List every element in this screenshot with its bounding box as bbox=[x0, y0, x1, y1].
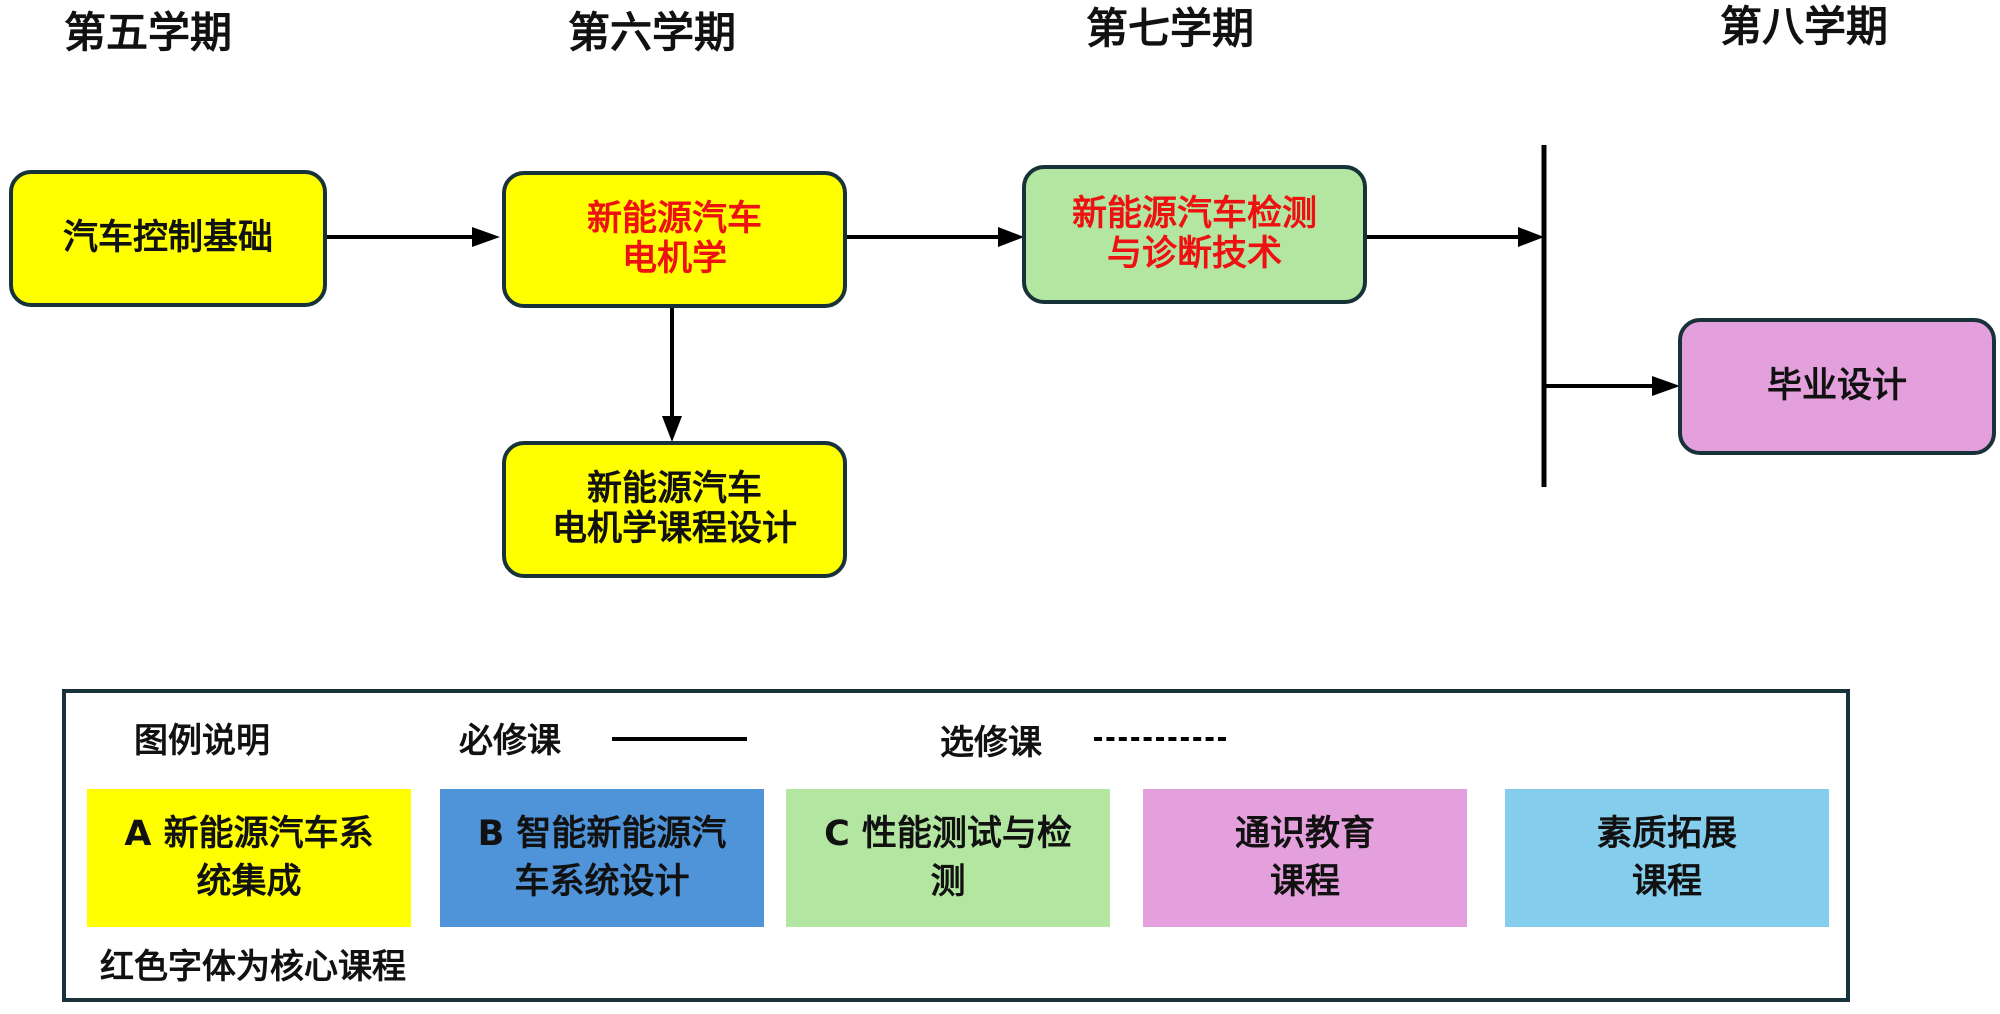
legend-category-quality: 素质拓展 课程 bbox=[1505, 789, 1829, 927]
category-label: 课程 bbox=[1269, 862, 1340, 902]
course-label: 与诊断技术 bbox=[1106, 233, 1282, 274]
legend-required-label: 必修课 bbox=[459, 721, 561, 761]
course-ev-motor: 新能源汽车 电机学 bbox=[502, 171, 847, 308]
arrowhead-diagnosis-to-bar bbox=[1518, 227, 1544, 247]
legend-required-line bbox=[612, 737, 747, 741]
category-label: 车系统设计 bbox=[514, 862, 690, 902]
legend-category-c: C 性能测试与检 测 bbox=[786, 789, 1110, 927]
category-label: 素质拓展 bbox=[1596, 813, 1737, 854]
course-label: 新能源汽车 bbox=[586, 199, 762, 240]
course-label: 汽车控制基础 bbox=[62, 217, 273, 258]
course-auto-control-basics: 汽车控制基础 bbox=[9, 170, 327, 307]
legend-category-a: A 新能源汽车系 统集成 bbox=[87, 789, 411, 927]
arrowhead-motor-to-diagnosis bbox=[998, 227, 1024, 247]
legend-elective-label: 选修课 bbox=[940, 723, 1042, 763]
semester-5-header: 第五学期 bbox=[64, 8, 233, 57]
category-label: 通识教育 bbox=[1234, 813, 1375, 854]
category-label: 课程 bbox=[1631, 862, 1702, 902]
semester-8-header: 第八学期 bbox=[1720, 2, 1889, 51]
course-ev-motor-design: 新能源汽车 电机学课程设计 bbox=[502, 441, 847, 578]
legend-core-note: 红色字体为核心课程 bbox=[100, 947, 406, 987]
category-label: 统集成 bbox=[196, 862, 302, 902]
arrowhead-motor-to-design bbox=[662, 416, 682, 442]
legend-category-b: B 智能新能源汽 车系统设计 bbox=[440, 789, 764, 927]
arrowhead-bar-to-graduation bbox=[1652, 376, 1680, 396]
category-label: C 性能测试与检 bbox=[824, 813, 1072, 854]
legend-title: 图例说明 bbox=[134, 721, 270, 761]
category-label: B 智能新能源汽 bbox=[477, 813, 727, 854]
semester-7-header: 第七学期 bbox=[1086, 4, 1255, 53]
legend-elective-line bbox=[1094, 737, 1226, 741]
semester-6-header: 第六学期 bbox=[568, 8, 737, 57]
arrowhead-control-to-motor bbox=[472, 227, 500, 247]
course-label: 电机学 bbox=[621, 238, 727, 279]
category-label: A 新能源汽车系 bbox=[124, 813, 374, 854]
course-graduation-design: 毕业设计 bbox=[1678, 318, 1996, 455]
category-label: 测 bbox=[930, 862, 966, 902]
course-label: 新能源汽车 bbox=[586, 469, 762, 510]
legend-category-general: 通识教育 课程 bbox=[1143, 789, 1467, 927]
course-label: 电机学课程设计 bbox=[551, 508, 797, 549]
course-label: 新能源汽车检测 bbox=[1071, 194, 1317, 235]
course-label: 毕业设计 bbox=[1766, 365, 1907, 406]
legend-box bbox=[62, 689, 1850, 1002]
course-ev-diagnosis: 新能源汽车检测 与诊断技术 bbox=[1022, 165, 1367, 304]
